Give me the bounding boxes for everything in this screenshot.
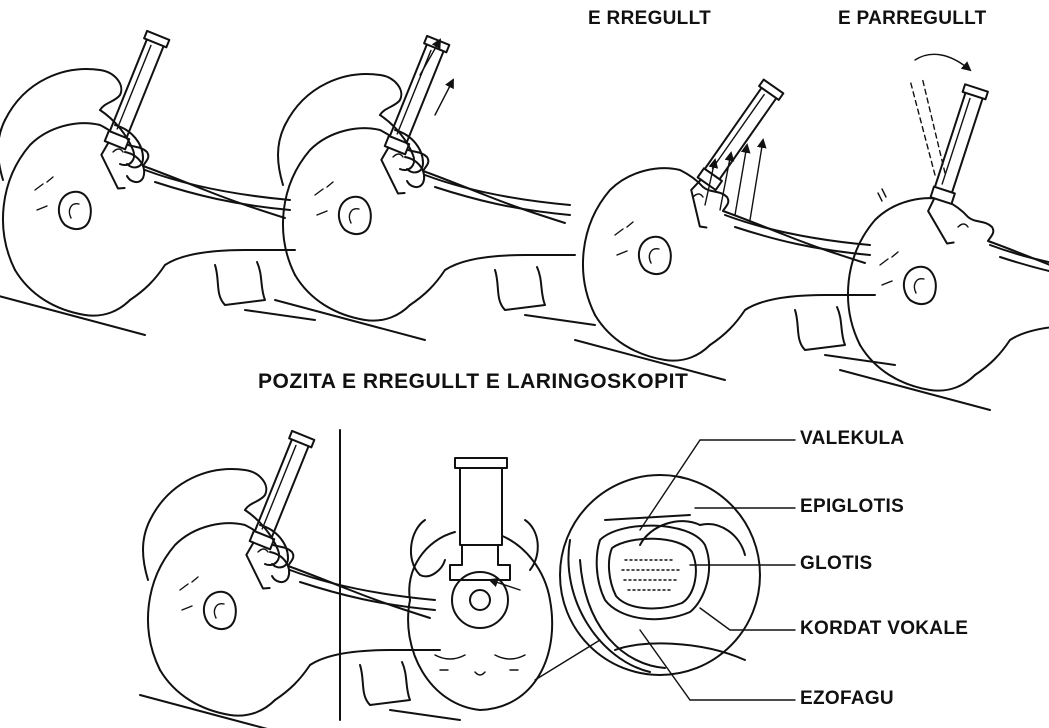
panel-5-correct-position: [140, 431, 460, 728]
label-ezofagu: EZOFAGU: [800, 688, 894, 710]
label-correct: E RREGULLT: [588, 8, 711, 30]
glottis-detail-circle: [560, 475, 760, 675]
main-title: POZITA E RREGULLT E LARINGOSKOPIT: [258, 370, 688, 394]
panel-3-correct: [575, 80, 895, 380]
label-incorrect: E PARREGULLT: [838, 8, 987, 30]
label-kordat-vokale: KORDAT VOKALE: [800, 618, 968, 640]
label-epiglotis: EPIGLOTIS: [800, 496, 904, 518]
panel-2-lift-direction: [275, 36, 595, 340]
panel-4-incorrect: [840, 54, 1049, 410]
label-glotis: GLOTIS: [800, 553, 873, 575]
panel-1-hand-scope: [0, 31, 315, 335]
label-valekula: VALEKULA: [800, 428, 904, 450]
